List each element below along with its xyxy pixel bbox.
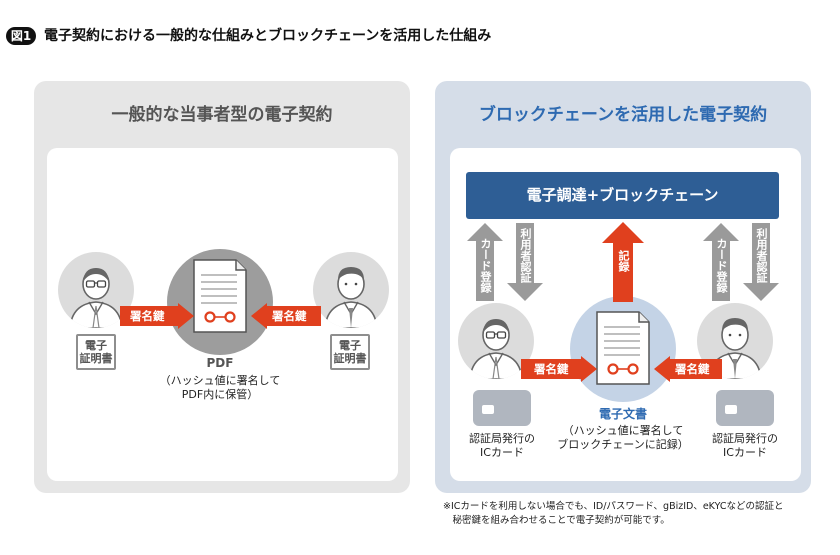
ic-card-caption-line-1: 認証局発行の	[712, 432, 778, 445]
certificate-line-2: 証明書	[79, 352, 113, 365]
user-authentication-label: 利用者認証	[519, 228, 532, 283]
ic-card-icon	[716, 390, 774, 426]
blockchain-contract-heading: ブロックチェーンを活用した電子契約	[478, 105, 768, 125]
ic-card-caption-line-2: ICカード	[723, 446, 767, 459]
party-a-certificate: 電子 証明書	[76, 334, 116, 370]
ic-card-icon	[473, 390, 531, 426]
user-authentication-arrow-down	[507, 223, 543, 301]
signing-key-label: 署名鍵	[272, 309, 307, 323]
user-authentication-arrow-down	[743, 223, 779, 301]
record-arrow-up	[602, 222, 644, 302]
card-registration-arrow-up	[703, 223, 739, 301]
footnote-line-2: 秘密鍵を組み合わせることで電子契約が可能です。	[443, 515, 670, 526]
ic-chip-icon	[725, 405, 737, 414]
electronic-document-caption: （ハッシュ値に署名して ブロックチェーンに記録）	[537, 424, 709, 452]
record-label: 記録	[617, 250, 630, 272]
electronic-document-icon	[596, 311, 650, 385]
pdf-caption-line-1: （ハッシュ値に署名して	[159, 374, 281, 387]
ic-card-caption-line-2: ICカード	[480, 446, 524, 459]
signing-key-label: 署名鍵	[675, 362, 710, 376]
electronic-document-label: 電子文書	[598, 407, 647, 421]
general-contract-heading: 一般的な当事者型の電子契約	[111, 105, 333, 125]
user-authentication-label: 利用者認証	[755, 228, 768, 283]
figure-badge: 図1	[6, 27, 36, 45]
footnote: ※ICカードを利用しない場合でも、ID/パスワード、gBizID、eKYCなどの…	[443, 500, 784, 528]
footnote-line-1: ※ICカードを利用しない場合でも、ID/パスワード、gBizID、eKYCなどの…	[443, 501, 784, 512]
ic-card-caption: 認証局発行の ICカード	[452, 432, 552, 460]
ic-card-caption-line-1: 認証局発行の	[469, 432, 535, 445]
card-registration-arrow-up	[467, 223, 503, 301]
signing-key-arrow-left	[654, 356, 722, 382]
pdf-document-icon	[193, 259, 247, 333]
person-with-glasses-icon	[469, 319, 523, 379]
certificate-line-1: 電子	[85, 339, 107, 352]
person-icon	[324, 267, 378, 328]
e-procurement-blockchain-bar: 電子調達+ブロックチェーン	[466, 172, 779, 219]
ic-chip-icon	[482, 405, 494, 414]
figure-title: 電子契約における一般的な仕組みとブロックチェーンを活用した仕組み	[44, 28, 492, 44]
pdf-caption: （ハッシュ値に署名して PDF内に保管）	[145, 374, 295, 402]
electronic-document-caption-line-1: （ハッシュ値に署名して	[562, 424, 684, 437]
pdf-caption-line-2: PDF内に保管）	[181, 388, 259, 401]
signing-key-arrow-right	[521, 356, 597, 382]
card-registration-label: カード登録	[479, 238, 492, 293]
card-registration-label: カード登録	[715, 238, 728, 293]
signing-key-arrow-right	[120, 303, 194, 329]
certificate-line-1: 電子	[339, 339, 361, 352]
signing-key-label: 署名鍵	[130, 309, 165, 323]
person-icon	[708, 318, 762, 379]
signing-key-label: 署名鍵	[534, 362, 569, 376]
signing-key-arrow-left	[251, 303, 321, 329]
party-b-certificate: 電子 証明書	[330, 334, 370, 370]
party-b-avatar	[313, 252, 389, 328]
pdf-label: PDF	[206, 356, 234, 370]
ic-card-caption: 認証局発行の ICカード	[695, 432, 795, 460]
certificate-line-2: 証明書	[333, 352, 367, 365]
electronic-document-caption-line-2: ブロックチェーンに記録）	[557, 438, 689, 451]
